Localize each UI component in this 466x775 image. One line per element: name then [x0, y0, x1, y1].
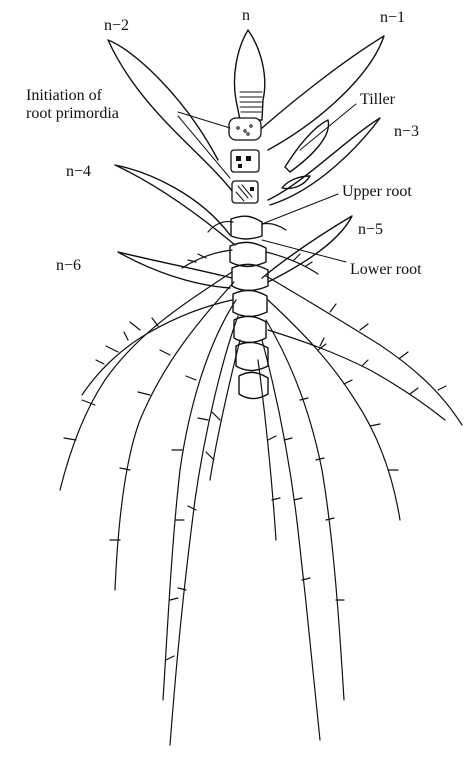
label-tiller: Tiller	[360, 91, 396, 108]
label-n-minus-3: n−3	[394, 123, 419, 140]
labels: n n−1 n−2 Initiation of root primordia T…	[26, 7, 422, 278]
leaf-n-minus-4	[115, 165, 235, 245]
node-lower-1	[233, 290, 267, 316]
label-n-minus-2: n−2	[104, 17, 129, 34]
label-initiation-line2: root primordia	[26, 105, 119, 122]
stem	[229, 118, 268, 399]
node-n-minus-4	[231, 216, 262, 239]
leader-lines	[178, 104, 356, 262]
label-n-minus-6: n−6	[56, 257, 81, 274]
label-n-minus-5: n−5	[358, 221, 383, 238]
label-upper-root: Upper root	[342, 183, 412, 200]
node-n-minus-1	[231, 150, 259, 172]
lower-roots	[60, 272, 462, 745]
node-n-primordia	[229, 118, 261, 140]
leaf-n-minus-2	[108, 40, 233, 192]
leaf-n-minus-5	[262, 216, 352, 282]
node-lower-2	[234, 316, 266, 342]
label-lower-root: Lower root	[350, 261, 422, 278]
node-n-minus-5	[230, 242, 266, 266]
label-n-minus-1: n−1	[380, 9, 405, 26]
node-lower-4	[239, 372, 268, 398]
tiller-shoot	[285, 120, 329, 172]
label-initiation-line1: Initiation of	[26, 87, 103, 104]
leaf-n-hatch	[240, 92, 262, 112]
label-n: n	[242, 7, 250, 24]
label-n-minus-4: n−4	[66, 163, 91, 180]
